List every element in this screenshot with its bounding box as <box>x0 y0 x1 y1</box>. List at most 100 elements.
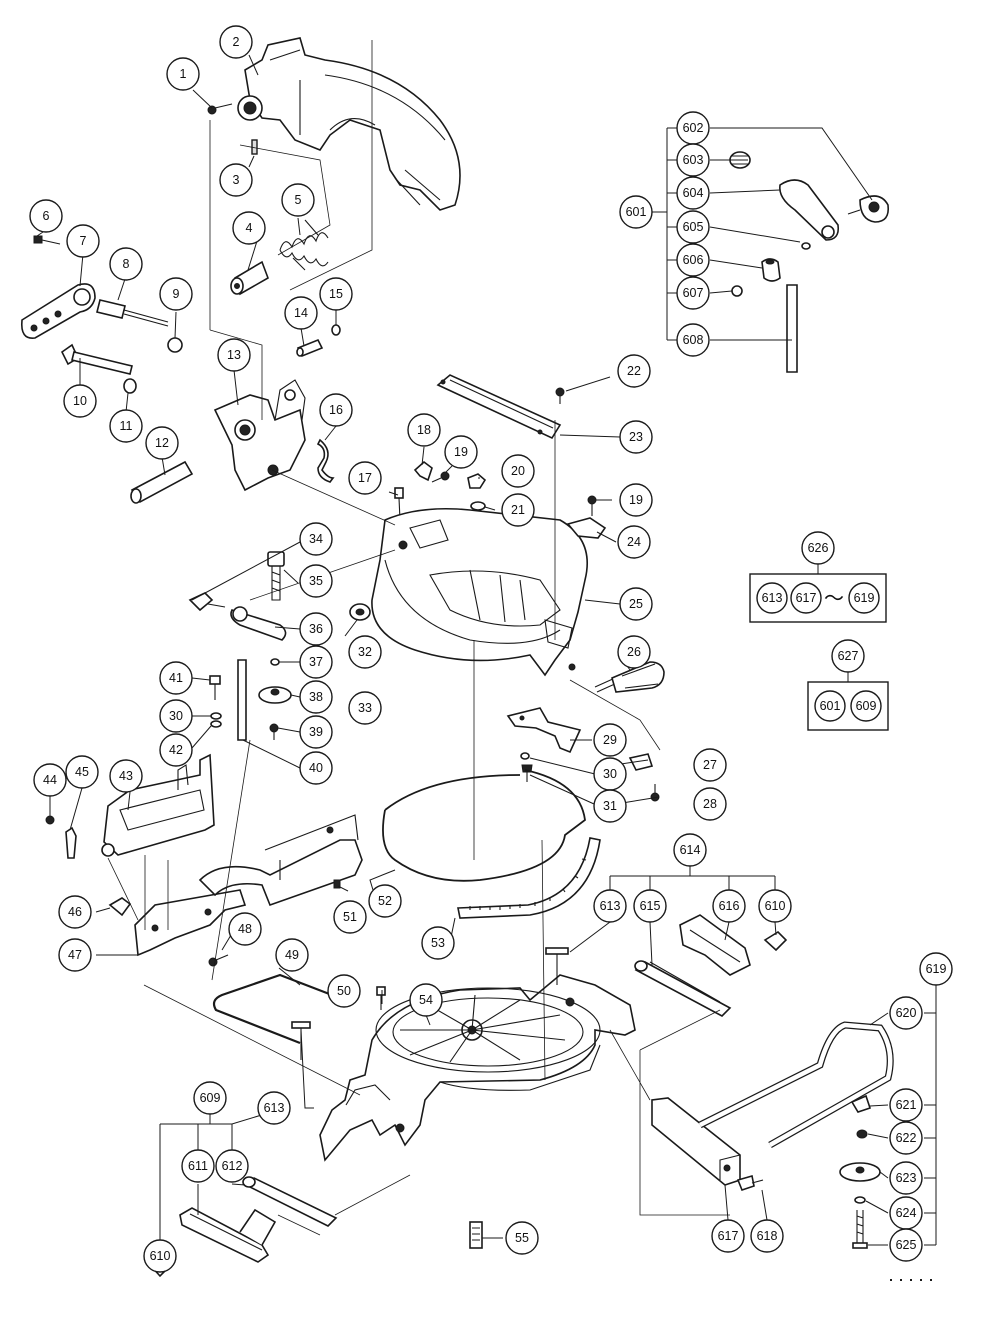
callout-13[interactable]: 13 <box>217 338 251 372</box>
callout-32[interactable]: 32 <box>348 635 382 669</box>
callout-5[interactable]: 5 <box>281 183 315 217</box>
callout-29[interactable]: 29 <box>593 723 627 757</box>
set-626-item-619[interactable]: 619 <box>848 582 880 614</box>
callout-608[interactable]: 608 <box>676 323 710 357</box>
callout-35[interactable]: 35 <box>299 564 333 598</box>
callout-24[interactable]: 24 <box>617 525 651 559</box>
callout-2[interactable]: 2 <box>219 25 253 59</box>
callout-612[interactable]: 612 <box>215 1149 249 1183</box>
callout-54[interactable]: 54 <box>409 983 443 1017</box>
callout-623[interactable]: 623 <box>889 1161 923 1195</box>
callout-606[interactable]: 606 <box>676 243 710 277</box>
callout-613-left[interactable]: 613 <box>257 1091 291 1125</box>
set-627-item-601[interactable]: 601 <box>814 690 846 722</box>
callout-620[interactable]: 620 <box>889 996 923 1030</box>
callout-622[interactable]: 622 <box>889 1121 923 1155</box>
callout-40[interactable]: 40 <box>299 751 333 785</box>
svg-text:22: 22 <box>627 364 641 378</box>
callout-49[interactable]: 49 <box>275 938 309 972</box>
callout-39[interactable]: 39 <box>299 715 333 749</box>
callout-50[interactable]: 50 <box>327 974 361 1008</box>
callout-603[interactable]: 603 <box>676 143 710 177</box>
callout-1[interactable]: 1 <box>166 57 200 91</box>
callout-53[interactable]: 53 <box>421 926 455 960</box>
callout-11[interactable]: 11 <box>109 409 143 443</box>
callout-7[interactable]: 7 <box>66 224 100 258</box>
nut-20 <box>467 473 487 489</box>
callout-28[interactable]: 28 <box>693 787 727 821</box>
callout-615[interactable]: 615 <box>633 889 667 923</box>
set-626-item-613[interactable]: 613 <box>756 582 788 614</box>
callout-25[interactable]: 25 <box>619 587 653 621</box>
callout-611[interactable]: 611 <box>181 1149 215 1183</box>
callout-23[interactable]: 23 <box>619 420 653 454</box>
callout-36[interactable]: 36 <box>299 612 333 646</box>
callout-9[interactable]: 9 <box>159 277 193 311</box>
callout-27[interactable]: 27 <box>693 748 727 782</box>
callout-44[interactable]: 44 <box>33 763 67 797</box>
callout-55[interactable]: 55 <box>505 1221 539 1255</box>
callout-610-right[interactable]: 610 <box>758 889 792 923</box>
callout-14[interactable]: 14 <box>284 296 318 330</box>
callout-20[interactable]: 20 <box>501 454 535 488</box>
callout-16[interactable]: 16 <box>319 393 353 427</box>
callout-37[interactable]: 37 <box>299 645 333 679</box>
callout-3[interactable]: 3 <box>219 163 253 197</box>
callout-33[interactable]: 33 <box>348 691 382 725</box>
callout-42[interactable]: 42 <box>159 733 193 767</box>
callout-624[interactable]: 624 <box>889 1196 923 1230</box>
callout-626[interactable]: 626 <box>801 531 835 565</box>
callout-46[interactable]: 46 <box>58 895 92 929</box>
callout-621[interactable]: 621 <box>889 1088 923 1122</box>
callout-18[interactable]: 18 <box>407 413 441 447</box>
callout-602[interactable]: 602 <box>676 111 710 145</box>
callout-19-left[interactable]: 19 <box>444 435 478 469</box>
svg-text:24: 24 <box>627 535 641 549</box>
callout-4[interactable]: 4 <box>232 211 266 245</box>
callout-627[interactable]: 627 <box>831 639 865 673</box>
callout-605[interactable]: 605 <box>676 210 710 244</box>
callout-48[interactable]: 48 <box>228 912 262 946</box>
callout-17[interactable]: 17 <box>348 461 382 495</box>
callout-21[interactable]: 21 <box>501 493 535 527</box>
callout-52[interactable]: 52 <box>368 884 402 918</box>
callout-41[interactable]: 41 <box>159 661 193 695</box>
nut-44 <box>45 815 55 825</box>
callout-617[interactable]: 617 <box>711 1219 745 1253</box>
callout-34[interactable]: 34 <box>299 522 333 556</box>
callout-19-right[interactable]: 19 <box>619 483 653 517</box>
callout-616[interactable]: 616 <box>712 889 746 923</box>
svg-text:606: 606 <box>683 253 704 267</box>
callout-610-left[interactable]: 610 <box>143 1239 177 1273</box>
callout-26[interactable]: 26 <box>617 635 651 669</box>
knob-46 <box>108 897 132 917</box>
callout-10[interactable]: 10 <box>63 384 97 418</box>
callout-12[interactable]: 12 <box>145 426 179 460</box>
set-627-item-609[interactable]: 609 <box>850 690 882 722</box>
svg-text:616: 616 <box>719 899 740 913</box>
cover-plate-23 <box>436 374 562 440</box>
callout-614[interactable]: 614 <box>673 833 707 867</box>
callout-625[interactable]: 625 <box>889 1228 923 1262</box>
callout-47[interactable]: 47 <box>58 938 92 972</box>
callout-609[interactable]: 609 <box>193 1081 227 1115</box>
callout-51[interactable]: 51 <box>333 900 367 934</box>
callout-618[interactable]: 618 <box>750 1219 784 1253</box>
callout-38[interactable]: 38 <box>299 680 333 714</box>
callout-613-right[interactable]: 613 <box>593 889 627 923</box>
callout-22[interactable]: 22 <box>617 354 651 388</box>
callout-43[interactable]: 43 <box>109 759 143 793</box>
callout-601[interactable]: 601 <box>619 195 653 229</box>
callout-619[interactable]: 619 <box>919 952 953 986</box>
callout-604[interactable]: 604 <box>676 176 710 210</box>
callout-8[interactable]: 8 <box>109 247 143 281</box>
callout-607[interactable]: 607 <box>676 276 710 310</box>
callout-30-right[interactable]: 30 <box>593 757 627 791</box>
callout-45[interactable]: 45 <box>65 755 99 789</box>
callout-31[interactable]: 31 <box>593 789 627 823</box>
callout-15[interactable]: 15 <box>319 277 353 311</box>
set-626-item-617[interactable]: 617 <box>790 582 822 614</box>
callout-30-left[interactable]: 30 <box>159 699 193 733</box>
svg-text:3: 3 <box>233 173 240 187</box>
callout-6[interactable]: 6 <box>29 199 63 233</box>
